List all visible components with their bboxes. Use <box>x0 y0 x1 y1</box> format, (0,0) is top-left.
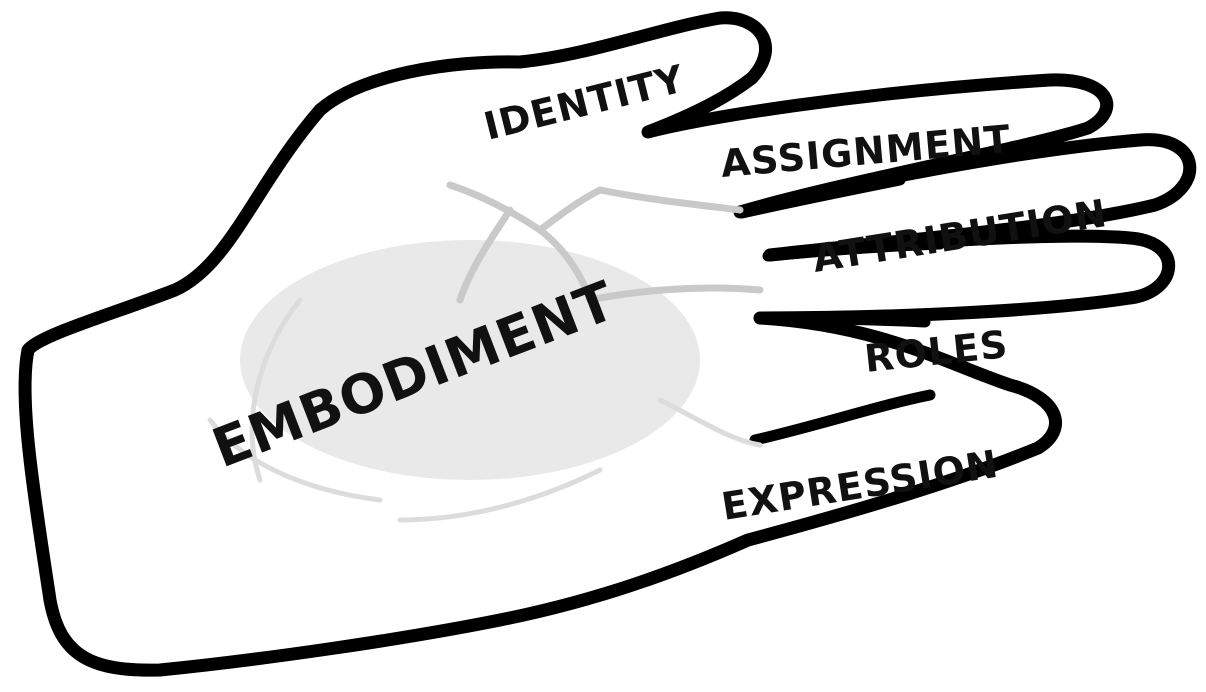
hand-texture <box>207 181 764 523</box>
middle-ring-gap-line <box>762 238 946 262</box>
pinky-inner-line <box>749 389 936 446</box>
index-middle-gap-line <box>736 174 906 219</box>
ring-pinky-gap-line <box>754 312 931 328</box>
thumb-index-gap-line <box>644 96 826 138</box>
